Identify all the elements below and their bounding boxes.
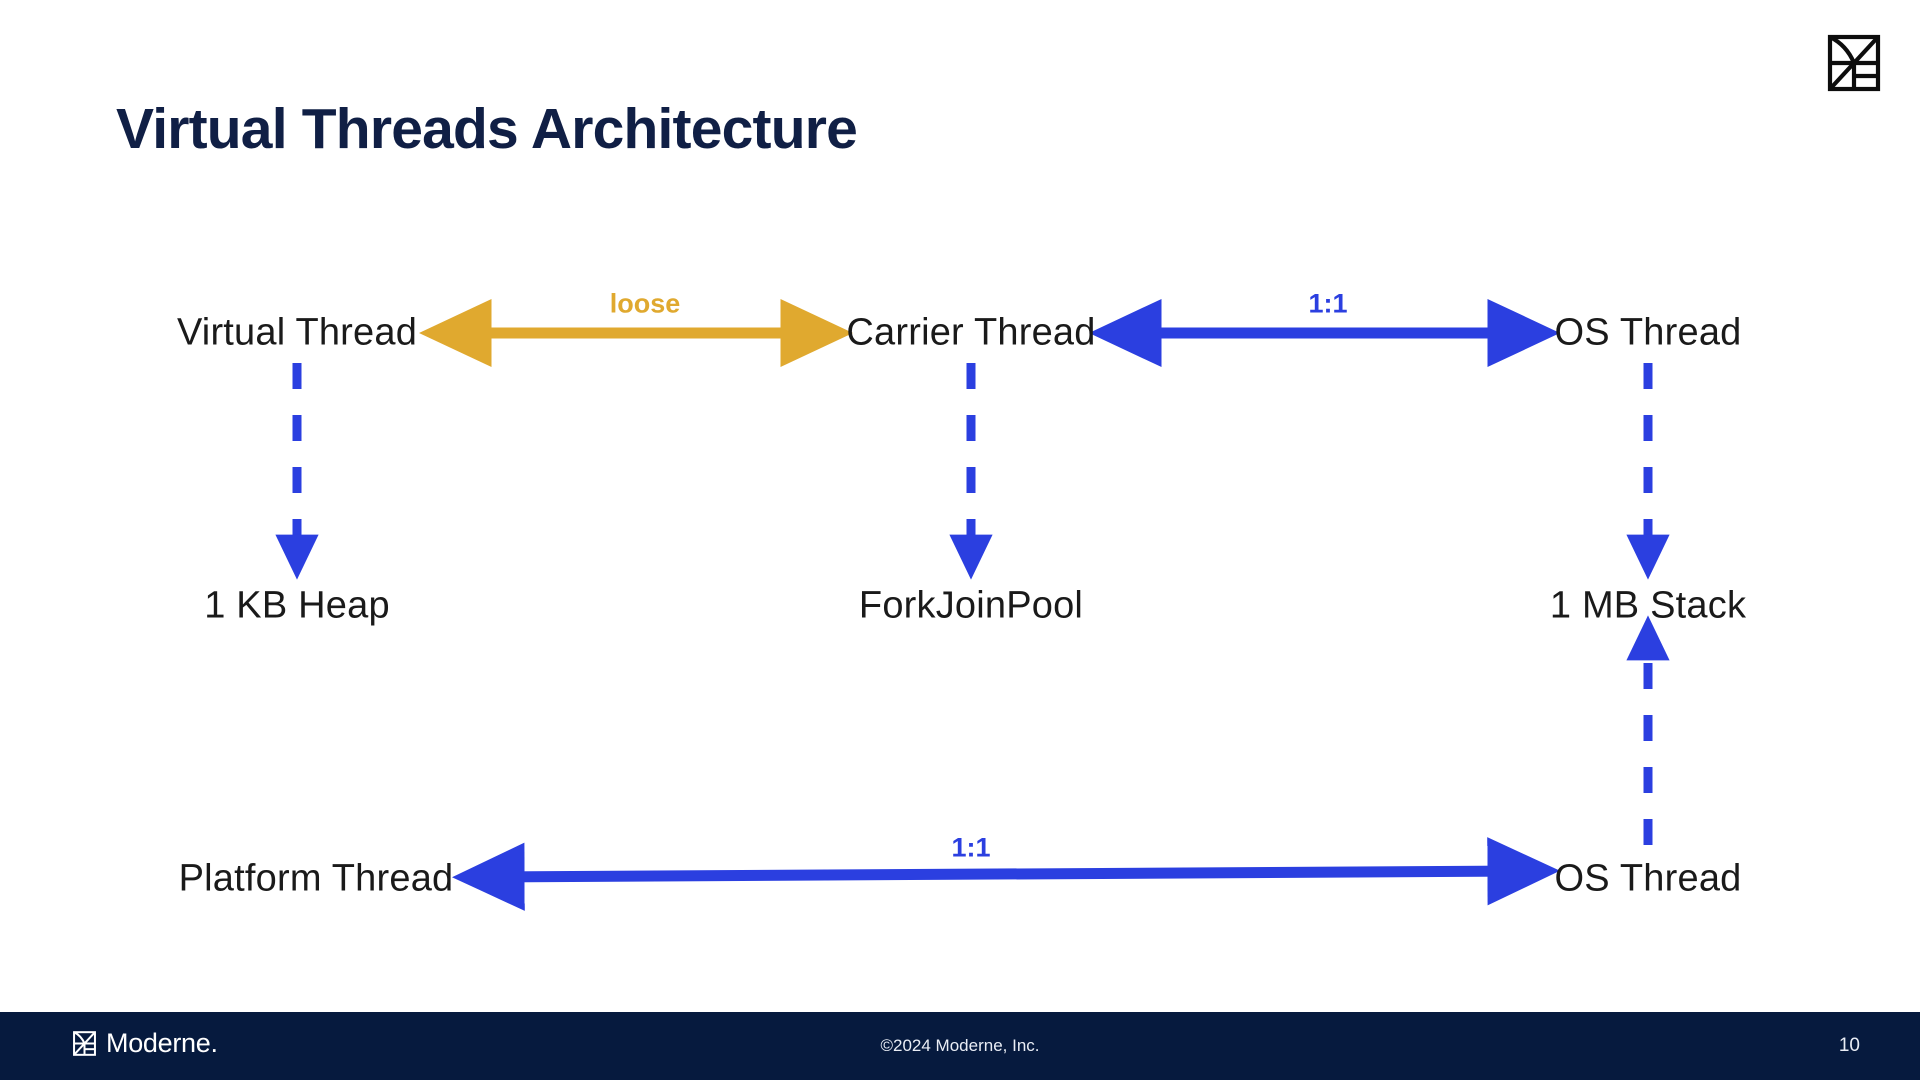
node-virtual-thread: Virtual Thread [176,311,418,354]
edge-label-platform-os-ratio: 1:1 [951,832,991,863]
edge-label-carrier-os-ratio: 1:1 [1308,288,1348,319]
node-os-thread-top: OS Thread [1554,311,1742,354]
footer-brand-logo: Moderne. [72,1030,218,1057]
edge-label-loose: loose [609,288,681,319]
virtual-threads-architecture-diagram: Virtual Thread Carrier Thread OS Thread … [176,288,1747,911]
node-heap: 1 KB Heap [204,584,390,627]
node-platform-thread: Platform Thread [178,857,454,900]
node-stack: 1 MB Stack [1549,584,1747,627]
footer-wordmark: Moderne. [106,1028,218,1058]
edge-platform-to-os-thread [452,837,1560,911]
node-forkjoinpool: ForkJoinPool [858,584,1084,627]
node-os-thread-bottom: OS Thread [1554,857,1742,900]
moderne-logo-mark-icon [72,1030,97,1057]
node-carrier-thread: Carrier Thread [846,311,1096,354]
diagram-connectors [275,298,1670,911]
footer-copyright: ©2024 Moderne, Inc. [880,1036,1040,1055]
page-title: Virtual Threads Architecture [116,97,858,161]
slide-footer: Moderne. ©2024 Moderne, Inc. 10 [0,1012,1920,1080]
moderne-logo-mark-icon [1826,32,1882,94]
footer-page-number: 10 [1838,1035,1860,1056]
